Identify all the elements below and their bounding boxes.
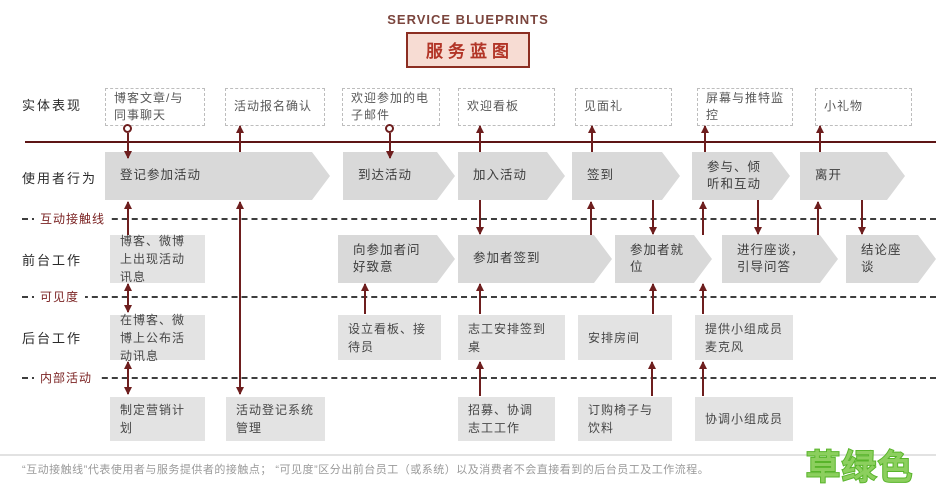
connector-arrow (699, 201, 707, 235)
arrowhead-up-icon (476, 283, 484, 291)
arrowhead-down-icon (858, 227, 866, 235)
footnote: “互动接触线”代表使用者与服务提供者的接触点； “可见度”区分出前台员工（或系统… (22, 464, 710, 476)
frontstage-signin: 参加者签到 (458, 235, 612, 283)
connector-dot (123, 124, 132, 133)
frontstage-panel-qa: 进行座谈，引导问答 (722, 235, 838, 283)
evidence-box-welcome-board: 欢迎看板 (458, 88, 555, 126)
line-of-visibility-label: 可见度 (34, 289, 86, 305)
arrowhead-down-icon (476, 227, 484, 235)
arrowhead-up-icon (124, 201, 132, 209)
connector-arrow (476, 283, 484, 314)
footer-rule (0, 454, 936, 456)
frontstage-greet: 向参加者问好致意 (338, 235, 455, 283)
arrowhead-up-icon (124, 361, 132, 369)
connector-arrow (124, 283, 132, 313)
arrowhead-up-icon (648, 361, 656, 369)
arrowhead-up-icon (236, 125, 244, 133)
page-title-english: SERVICE BLUEPRINTS (387, 12, 549, 27)
internal-registration-system: 活动登记系统管理 (226, 397, 325, 441)
arrowhead-down-icon (386, 151, 394, 159)
backstage-arrange-room: 安排房间 (578, 315, 672, 360)
arrowhead-up-icon (699, 361, 707, 369)
connector-arrow (124, 201, 132, 235)
internal-recruit-volunteers: 招募、协调志工工作 (458, 397, 555, 441)
page-title-chinese: 服务蓝图 (406, 32, 530, 68)
user-action-leave: 离开 (800, 152, 905, 200)
connector-arrow (476, 125, 484, 152)
arrowhead-up-icon (476, 361, 484, 369)
user-action-participate: 参与、倾听和互动 (692, 152, 790, 200)
row-label-backstage: 后台工作 (22, 331, 83, 346)
line-of-interaction-label: 互动接触线 (34, 211, 112, 227)
connector-arrow (476, 361, 484, 396)
arrowhead-up-icon (476, 125, 484, 133)
backstage-provide-mics: 提供小组成员麦克风 (695, 315, 793, 360)
arrowhead-up-icon (814, 201, 822, 209)
connector-dot (385, 124, 394, 133)
connector-arrow (814, 201, 822, 235)
evidence-box-registration-confirm: 活动报名确认 (225, 88, 325, 126)
arrowhead-up-icon (699, 283, 707, 291)
watermark-text: 草绿色 (805, 448, 914, 488)
internal-coordinate-panel: 协调小组成员 (695, 397, 793, 441)
arrowhead-up-icon (587, 201, 595, 209)
backstage-volunteer-desk: 志工安排签到桌 (458, 315, 565, 360)
connector-arrow (385, 124, 394, 159)
evidence-box-small-gift: 小礼物 (815, 88, 912, 126)
arrowhead-down-icon (236, 387, 244, 395)
arrowhead-up-icon (649, 283, 657, 291)
row-label-user-actions: 使用者行为 (22, 171, 98, 186)
internal-order-chairs-drinks: 订购椅子与饮料 (578, 397, 672, 441)
arrowhead-down-icon (124, 305, 132, 313)
user-action-arrive: 到达活动 (343, 152, 455, 200)
arrowhead-up-icon (699, 201, 707, 209)
connector-arrow (699, 283, 707, 314)
connector-arrow (123, 124, 132, 159)
connector-arrow (476, 200, 484, 235)
user-action-checkin: 签到 (572, 152, 680, 200)
row-label-frontstage: 前台工作 (22, 253, 83, 268)
evidence-box-blog-chat: 博客文章/与同事聊天 (105, 88, 205, 126)
connector-arrow (649, 200, 657, 235)
connector-arrow (124, 361, 132, 395)
frontstage-seating: 参加者就位 (615, 235, 712, 283)
connector-arrow (236, 201, 244, 395)
backstage-publish-info: 在博客、微博上公布活动讯息 (110, 313, 205, 363)
arrowhead-down-icon (124, 151, 132, 159)
arrowhead-up-icon (124, 283, 132, 291)
internal-marketing-plan: 制定营销计划 (110, 397, 205, 441)
connector-arrow (699, 361, 707, 396)
connector-arrow (648, 361, 656, 396)
connector-arrow (754, 200, 762, 235)
connector-arrow (361, 283, 369, 314)
arrowhead-down-icon (649, 227, 657, 235)
evidence-box-welcome-email: 欢迎参加的电子邮件 (342, 88, 440, 126)
user-action-join: 加入活动 (458, 152, 565, 200)
internal-interaction-label: 内部活动 (34, 370, 99, 386)
evidence-box-greeting-gift: 见面礼 (575, 88, 672, 126)
arrowhead-up-icon (361, 283, 369, 291)
connector-arrow (236, 125, 244, 152)
frontstage-blog-post: 博客、微博上出现活动讯息 (110, 234, 205, 284)
evidence-box-screen-twitter: 屏幕与推特监控 (697, 88, 793, 126)
arrowhead-up-icon (816, 125, 824, 133)
arrowhead-down-icon (754, 227, 762, 235)
connector-arrow (588, 125, 596, 152)
connector-arrow (816, 125, 824, 152)
arrowhead-up-icon (701, 125, 709, 133)
backstage-setup-board: 设立看板、接待员 (338, 315, 441, 360)
arrowhead-up-icon (588, 125, 596, 133)
connector-arrow (701, 125, 709, 152)
arrowhead-down-icon (124, 387, 132, 395)
connector-arrow (858, 200, 866, 235)
frontstage-closing: 结论座谈 (846, 235, 936, 283)
row-label-physical-evidence: 实体表现 (22, 98, 83, 113)
connector-arrow (587, 201, 595, 235)
arrowhead-up-icon (236, 201, 244, 209)
connector-arrow (649, 283, 657, 314)
user-action-register: 登记参加活动 (105, 152, 330, 200)
